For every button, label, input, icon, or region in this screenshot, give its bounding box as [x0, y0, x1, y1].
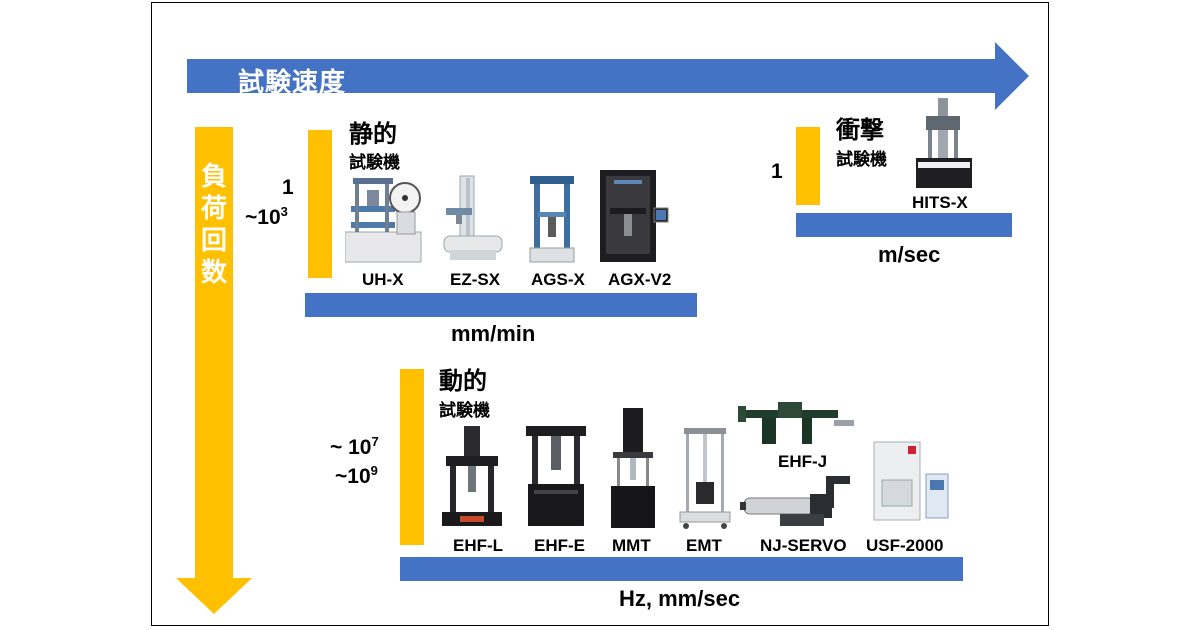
model-label-usf-2000: USF-2000 — [866, 536, 944, 555]
static-range-base: ~10 — [245, 206, 281, 229]
hits-x-machine-image — [916, 98, 972, 188]
static-subtitle: 試験機 — [349, 153, 400, 172]
agx-v2-machine-image — [600, 170, 669, 262]
load-axis-char: 回 — [200, 225, 227, 255]
load-axis-char: 負 — [200, 161, 227, 191]
dynamic-range-line1-exp: 7 — [371, 434, 379, 449]
dynamic-subtitle: 試験機 — [439, 401, 490, 420]
dynamic-range-bar — [400, 369, 424, 545]
ehf-l-machine-image — [442, 426, 502, 526]
dynamic-title: 動的 — [439, 368, 487, 395]
mmt-machine-image — [611, 408, 655, 528]
dynamic-speed-unit: Hz, mm/sec — [619, 586, 741, 611]
static-range-exp: 3 — [280, 204, 288, 219]
dynamic-range-line1-base: ~ 10 — [330, 436, 372, 459]
dynamic-speed-bar — [400, 557, 963, 581]
diagram-frame — [151, 2, 1049, 626]
impact-range-bar — [796, 127, 820, 205]
impact-speed-unit: m/sec — [878, 242, 941, 267]
load-axis-char: 荷 — [200, 193, 227, 223]
model-label-nj-servo: NJ-SERVO — [760, 536, 847, 555]
impact-subtitle: 試験機 — [836, 150, 887, 169]
model-label-emt: EMT — [686, 536, 722, 555]
static-range-line2: ~103 — [245, 204, 288, 230]
load-axis-label: 負 荷 回 数 — [198, 160, 230, 288]
ags-x-machine-image — [529, 176, 575, 263]
ehf-j-machine-image — [738, 402, 854, 444]
dynamic-range-line2-exp: 9 — [370, 463, 378, 478]
impact-range: 1 — [771, 160, 783, 183]
dynamic-range-line1: ~ 107 — [330, 434, 379, 460]
static-range-line1: 1 — [282, 176, 294, 199]
impact-speed-bar — [796, 213, 1012, 237]
impact-title: 衝撃 — [836, 117, 884, 144]
load-axis-arrow-shaft — [195, 127, 233, 582]
ehf-e-machine-image — [526, 426, 586, 526]
model-label-mmt: MMT — [612, 536, 651, 555]
static-speed-unit: mm/min — [451, 321, 536, 346]
static-range-bar — [308, 130, 332, 278]
speed-axis-arrow-head — [995, 42, 1029, 110]
static-speed-bar — [305, 293, 697, 317]
model-label-hits-x: HITS-X — [912, 193, 968, 212]
static-title: 静的 — [349, 121, 397, 148]
dynamic-range-line2: ~109 — [335, 463, 378, 489]
nj-servo-machine-image — [740, 476, 850, 526]
ez-sx-machine-image — [443, 175, 503, 260]
model-label-ags-x: AGS-X — [531, 270, 585, 289]
load-axis-arrow-head — [176, 578, 252, 614]
dynamic-range-line2-base: ~10 — [335, 465, 371, 488]
speed-axis-label: 試験速度 — [238, 67, 347, 97]
model-label-ehf-j: EHF-J — [778, 452, 828, 471]
model-label-agx-v2: AGX-V2 — [608, 270, 672, 289]
usf-2000-machine-image — [873, 441, 949, 521]
emt-machine-image — [679, 428, 731, 529]
model-label-ehf-e: EHF-E — [534, 536, 585, 555]
model-label-ehf-l: EHF-L — [453, 536, 504, 555]
speed-axis-arrow-shaft — [187, 59, 999, 93]
uh-x-machine-image — [345, 178, 422, 263]
model-label-uh-x: UH-X — [362, 270, 404, 289]
model-label-ez-sx: EZ-SX — [450, 270, 501, 289]
load-axis-char: 数 — [200, 257, 227, 287]
